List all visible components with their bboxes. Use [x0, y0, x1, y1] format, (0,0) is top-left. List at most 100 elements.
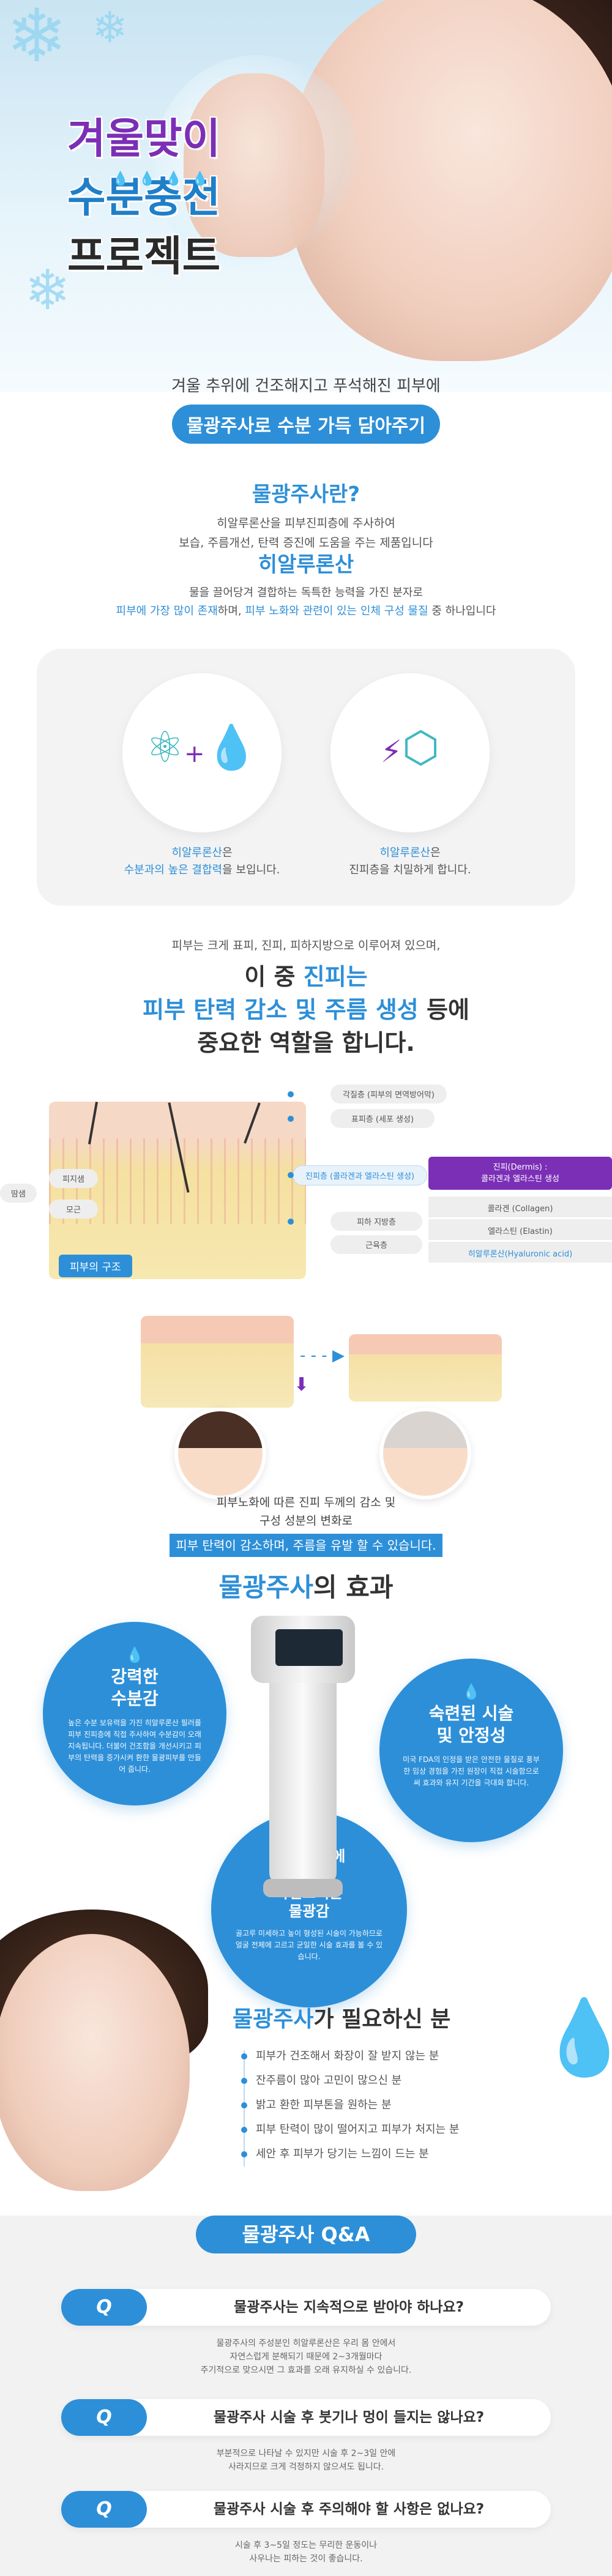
- arrow-right-icon: - - - ▶: [300, 1346, 345, 1365]
- hyaluronic-row: 히알루론산(Hyaluronic acid): [428, 1242, 612, 1263]
- qa-answer-line: 사라지므로 크게 걱정하지 않으셔도 됩니다.: [228, 2462, 384, 2472]
- card-left-t1: 은: [222, 846, 233, 859]
- arrow-down-icon: ⬇: [294, 1374, 310, 1395]
- collagen-row: 콜라겐 (Collagen): [428, 1197, 612, 1217]
- qa-answer-line: 물광주사의 주성분인 히알루론산은 우리 몸 안에서: [216, 2339, 396, 2348]
- aging-text: 피부노화에 따른 진피 두께의 감소 및 구성 성분의 변화로 피부 탄력이 감…: [0, 1493, 612, 1557]
- water-drop-icon: 💧: [125, 1646, 144, 1663]
- effect-c2-desc: 미국 FDA의 인정을 받은 안전한 물질로 풍부한 임상 경험을 가진 원장이…: [403, 1755, 540, 1787]
- effect-title-b: 의 효과: [313, 1572, 394, 1602]
- card-left-hl2: 수분과의 높은 결합력: [124, 864, 223, 876]
- qa-answer: 물광주사의 주성분인 히알루론산은 우리 몸 안에서 자연스럽게 분해되기 때문…: [61, 2337, 551, 2377]
- effect-c2-title: 숙련된 시술 및 안정성: [428, 1703, 514, 1745]
- snowflake-icon: ❄: [92, 2, 128, 53]
- skin-big3: 중요한 역할을 합니다.: [197, 1029, 415, 1056]
- card-right-t1: 은: [430, 846, 441, 859]
- molecule-water-icon: ⚛+💧: [146, 722, 258, 772]
- intro-section: 겨울 추위에 건조해지고 푸석해진 피부에 물광주사로 수분 가득 담아주기: [0, 367, 612, 444]
- qa-answer-line: 주기적으로 맞으시면 그 효과를 오래 유지하실 수 있습니다.: [200, 2365, 412, 2375]
- qa-answer-line: 시술 후 3~5일 정도는 무리한 운동이나: [234, 2541, 378, 2550]
- machine-base: [263, 1879, 343, 1897]
- hyaluronic-desc2-hl1: 피부에 가장 많이 존재: [116, 605, 218, 618]
- qa-answer-line: 부분적으로 나타날 수 있지만 시술 후 2~3일 안에: [216, 2449, 396, 2458]
- what-is-desc2: 보습, 주름개선, 탄력 증진에 도움을 주는 제품입니다: [179, 536, 433, 550]
- what-is-title: 물광주사란?: [252, 482, 360, 507]
- aging-line1: 피부노화에 따른 진피 두께의 감소 및: [216, 1496, 396, 1509]
- hero-title: 겨울맞이 수분충전 프로젝트: [67, 110, 288, 286]
- effect-c1-desc: 높은 수분 보유력을 가진 히알루론산 필러를 피부 진피층에 직접 주사하여 …: [68, 1719, 201, 1774]
- sweat-label: 땀샘: [0, 1184, 37, 1203]
- pore-label: 모근: [49, 1200, 98, 1219]
- hyaluronic-section: 히알루론산 물을 끌어당겨 결합하는 독특한 능력을 가진 분자로 피부에 가장…: [0, 548, 612, 621]
- hyaluronic-desc2-t1: 하며,: [217, 605, 245, 618]
- card-left-t2: 을 보입니다.: [222, 864, 280, 876]
- qa-item: Q 물광주사 시술 후 붓기나 멍이 들지는 않나요? 부분적으로 나타날 수 …: [61, 2399, 551, 2474]
- hair-strand: [244, 1102, 261, 1144]
- qa-question[interactable]: Q 물광주사는 지속적으로 받아야 하나요?: [61, 2289, 551, 2326]
- crystal-circle: ⚡⬡: [330, 673, 490, 832]
- dermis-box-line1: 진피(Dermis) :: [493, 1163, 548, 1172]
- pointer-dot: [288, 1219, 294, 1225]
- qa-answer-line: 사우나는 피하는 것이 좋습니다.: [249, 2554, 363, 2564]
- hexagon-lightning-icon: ⚡⬡: [380, 722, 440, 772]
- need-list-line: [244, 2050, 245, 2167]
- qa-title: 물광주사 Q&A: [196, 2216, 416, 2253]
- qa-answer: 부분적으로 나타날 수 있지만 시술 후 2~3일 안에 사라지므로 크게 걱정…: [61, 2447, 551, 2474]
- need-title-a: 물광주사: [233, 2007, 314, 2032]
- muscle-label: 근육층: [330, 1235, 422, 1254]
- need-item: 피부가 건조해서 화장이 잘 받지 않는 분: [239, 2044, 557, 2069]
- intro-line2-banner: 물광주사로 수분 가득 담아주기: [171, 405, 441, 444]
- qa-item: Q 물광주사 시술 후 주의해야 할 사항은 없나요? 시술 후 3~5일 정도…: [61, 2491, 551, 2566]
- water-drops-icon: 💧💧💧💧: [112, 171, 218, 187]
- need-item: 피부 탄력이 많이 떨어지고 피부가 처지는 분: [239, 2118, 557, 2142]
- need-title-b: 가 필요하신 분: [313, 2007, 451, 2032]
- aged-skin-image: [349, 1334, 502, 1402]
- dermis-label: 진피층 (콜라겐과 엘라스틴 생성): [293, 1165, 427, 1185]
- qa-question-text: 물광주사는 지속적으로 받아야 하나요?: [234, 2299, 464, 2315]
- large-water-drop-icon: 💧: [539, 1995, 612, 2080]
- skin-intro-text: 피부는 크게 표피, 진피, 피하지방으로 이루어져 있으며,: [171, 939, 441, 952]
- aging-highlight: 피부 탄력이 감소하며, 주름을 유발 할 수 있습니다.: [170, 1534, 442, 1557]
- effect-c1-title: 강력한 수분감: [111, 1667, 159, 1709]
- model-portrait-image: [0, 1910, 245, 2252]
- card-left-hl: 히알루론산: [171, 846, 223, 859]
- q-badge: Q: [61, 2289, 147, 2326]
- young-skin-image: [141, 1316, 294, 1408]
- qa-question[interactable]: Q 물광주사 시술 후 붓기나 멍이 들지는 않나요?: [61, 2399, 551, 2436]
- qa-item: Q 물광주사는 지속적으로 받아야 하나요? 물광주사의 주성분인 히알루론산은…: [61, 2289, 551, 2377]
- machine-screen: [275, 1629, 343, 1666]
- old-woman-avatar: [379, 1408, 471, 1499]
- pointer-dot: [288, 1116, 294, 1122]
- qa-question[interactable]: Q 물광주사 시술 후 주의해야 할 사항은 없나요?: [61, 2491, 551, 2528]
- qa-answer-line: 자연스럽게 분해되기 때문에 2~3개월마다: [230, 2352, 382, 2362]
- molecule-circle: ⚛+💧: [122, 673, 282, 832]
- skin-big2b: 등에: [418, 996, 469, 1023]
- card-right-hl: 히알루론산: [379, 846, 431, 859]
- skin-big1a: 이 중: [244, 963, 304, 990]
- intro-line1: 겨울 추위에 건조해지고 푸석해진 피부에: [171, 377, 441, 395]
- qa-answer: 시술 후 3~5일 정도는 무리한 운동이나 사우나는 피하는 것이 좋습니다.: [61, 2539, 551, 2566]
- elastin-row: 엘라스틴 (Elastin): [428, 1219, 612, 1240]
- need-title: 물광주사가 필요하신 분: [233, 2001, 450, 2033]
- skin-big2a: 피부 탄력 감소 및 주름 생성: [143, 996, 419, 1023]
- effect-title: 물광주사의 효과: [0, 1567, 612, 1604]
- qa-question-text: 물광주사 시술 후 주의해야 할 사항은 없나요?: [213, 2501, 485, 2517]
- machine-body: [269, 1652, 337, 1885]
- need-item: 세안 후 피부가 당기는 느낌이 드는 분: [239, 2142, 557, 2167]
- q-badge: Q: [61, 2399, 147, 2436]
- stratum-label: 각질층 (피부의 면역방어막): [330, 1085, 447, 1103]
- pointer-dot: [288, 1091, 294, 1097]
- skin-big1b: 진피는: [303, 963, 368, 990]
- hyaluronic-desc2-t2: 중 하나입니다: [428, 605, 496, 618]
- effect-circle-safety: 💧 숙련된 시술 및 안정성 미국 FDA의 인정을 받은 안전한 물질로 풍부…: [379, 1659, 563, 1842]
- aging-line2: 구성 성분의 변화로: [259, 1514, 353, 1528]
- hero-title-line1: 겨울맞이: [67, 115, 221, 163]
- pointer-dot: [288, 1172, 294, 1178]
- skin-structure-label: 피부의 구조: [59, 1255, 132, 1277]
- effect-circle-moisture: 💧 강력한 수분감 높은 수분 보유력을 가진 히알루론산 필러를 피부 진피층…: [43, 1622, 226, 1805]
- hyaluronic-desc1: 물을 끌어당겨 결합하는 독특한 능력을 가진 분자로: [188, 586, 424, 599]
- model2-face: [0, 1934, 190, 2191]
- what-is-desc: 히알루론산을 피부진피층에 주사하여 보습, 주름개선, 탄력 증진에 도움을 …: [0, 513, 612, 553]
- hero-title-line3: 프로젝트: [67, 233, 221, 281]
